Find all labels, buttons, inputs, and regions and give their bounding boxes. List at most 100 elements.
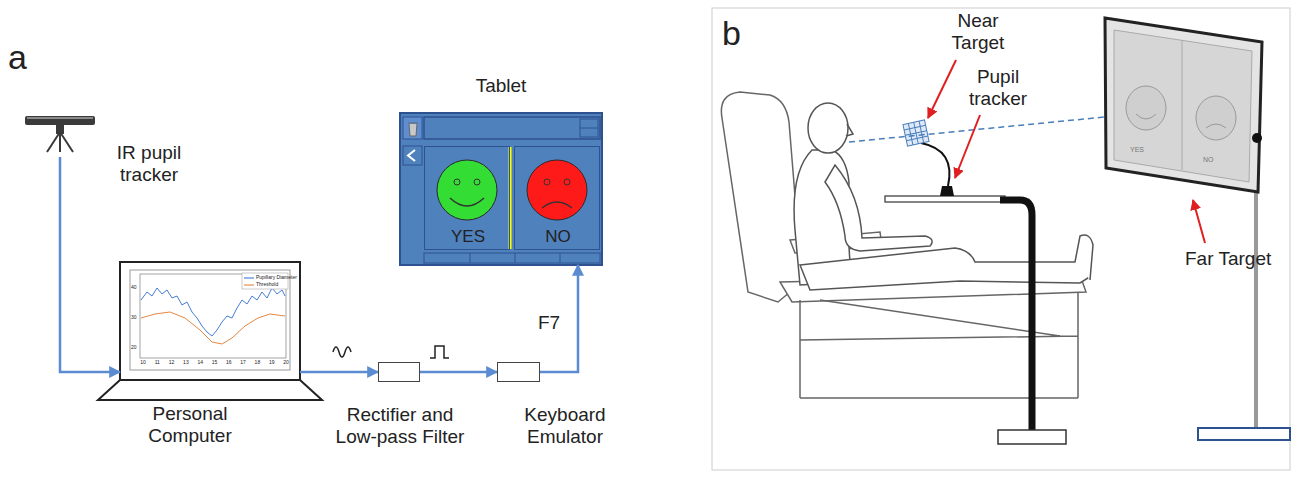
- tracker-table: [921, 143, 949, 186]
- far-target-stand: [1105, 18, 1290, 440]
- laptop-drawing: [130, 270, 290, 370]
- node-text: YES: [425, 227, 511, 247]
- panel-letter: a: [8, 38, 27, 77]
- panel-frame: [712, 8, 1290, 470]
- laptop-drawing: [98, 380, 322, 400]
- node-text: Keyboard Emulator: [518, 404, 612, 448]
- tracker-table: [998, 430, 1066, 444]
- chart-plot: [141, 288, 285, 336]
- person-figure: [800, 248, 1088, 290]
- tablet-drawing: [544, 179, 550, 185]
- tablet-drawing: [408, 123, 418, 136]
- far-target-stand: [1254, 190, 1258, 428]
- tick-label: 17: [238, 360, 248, 366]
- person-figure: [808, 103, 848, 153]
- tablet-drawing: [470, 253, 560, 263]
- tablet-drawing: [564, 179, 570, 185]
- tablet-drawing: [400, 113, 602, 265]
- yes-panel: YES: [424, 146, 510, 250]
- node-text: NO: [515, 227, 601, 247]
- tablet-drawing: [580, 119, 598, 137]
- recliner-chair: [800, 292, 1078, 398]
- tablet-drawing: [542, 202, 572, 208]
- tablet-drawing: [450, 198, 484, 206]
- near-target-grid: [903, 120, 929, 146]
- far-target-stand: [1252, 133, 1262, 143]
- tablet-drawing: [474, 179, 480, 185]
- legend-row: Pupillary Diameter: [244, 274, 297, 281]
- recliner-chair: [721, 92, 802, 302]
- panel-letter: b: [722, 14, 741, 53]
- tracker-table: [1000, 200, 1032, 432]
- tracker-icon: [27, 117, 93, 119]
- target-label: Far Target: [1185, 248, 1290, 270]
- leader-arrow: [928, 60, 956, 118]
- node-text: Personal Computer: [135, 403, 245, 447]
- far-target-stand: [1182, 40, 1183, 170]
- signal-arrow: [300, 371, 378, 374]
- near-target-grid: [903, 120, 929, 146]
- tick-label: 18: [252, 360, 262, 366]
- tablet-drawing: [424, 117, 600, 139]
- tick-label: 16: [224, 360, 234, 366]
- near-target-grid: [903, 120, 929, 146]
- tick-label: 40: [131, 285, 137, 291]
- chart-plot: [140, 274, 286, 358]
- emulator-box: Keyboard Emulator: [497, 362, 540, 382]
- chart-legend: Pupillary DiameterThreshold: [244, 274, 297, 288]
- pulse-symbol: [430, 346, 449, 358]
- legend-row: Threshold: [244, 281, 297, 288]
- tablet-drawing: [424, 253, 600, 263]
- chart-plot: [141, 312, 285, 344]
- tablet-node: TabletYESNO: [400, 113, 602, 265]
- screen-text: NO: [1203, 156, 1214, 164]
- tablet-drawing: [437, 160, 497, 220]
- person-figure: [825, 165, 932, 251]
- no-panel: NO: [514, 146, 600, 250]
- tablet-drawing: [454, 179, 460, 185]
- tracker-label: Pupil tracker: [962, 66, 1034, 110]
- screen-text: YES: [1130, 146, 1144, 154]
- node-text: IR pupil tracker: [100, 142, 198, 186]
- legend-line: [244, 284, 254, 285]
- far-target-stand: [1136, 114, 1226, 128]
- tick-label: 30: [131, 315, 137, 321]
- person-figure: [846, 124, 853, 136]
- leader-arrow: [955, 115, 980, 178]
- filter-box: Rectifier and Low-pass Filter: [378, 362, 420, 382]
- tick-label: 11: [152, 360, 162, 366]
- far-target-stand: [1198, 428, 1290, 440]
- legend-text: Pupillary Diameter: [256, 274, 297, 281]
- tracker-table: [885, 196, 1005, 202]
- tablet-drawing: [403, 146, 422, 165]
- person-figure: [1075, 235, 1093, 280]
- tablet-drawing: [400, 113, 602, 265]
- legend-line: [244, 275, 254, 281]
- tick-label: 20: [131, 345, 137, 351]
- leader-arrow: [1193, 200, 1205, 243]
- tick-label: 20: [281, 360, 291, 366]
- tick-label: 15: [210, 360, 220, 366]
- tracker-node: IR pupil tracker: [22, 112, 187, 157]
- tick-label: 12: [167, 360, 177, 366]
- laptop-drawing: [98, 262, 322, 400]
- legend-text: Threshold: [256, 281, 278, 288]
- legend-line: [244, 277, 254, 278]
- tablet-drawing: [527, 160, 587, 220]
- far-target-stand: [1114, 30, 1252, 182]
- tracker-icon: [25, 116, 95, 125]
- chart-plot: [140, 273, 288, 358]
- tablet-drawing: [509, 147, 512, 249]
- tick-label: 10: [138, 360, 148, 366]
- signal-arrow: [60, 157, 120, 372]
- laptop-drawing: [120, 262, 300, 380]
- tick-label: 19: [267, 360, 277, 366]
- tracker-icon: [47, 132, 73, 152]
- node-text: Rectifier and Low-pass Filter: [330, 404, 470, 448]
- tick-label: 14: [195, 360, 205, 366]
- person-figure: [794, 103, 1093, 290]
- tracker-table: [940, 186, 954, 196]
- tick-label: 13: [181, 360, 191, 366]
